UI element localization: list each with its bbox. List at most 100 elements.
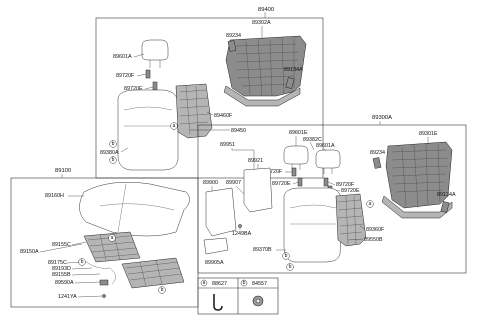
callout-a[interactable]: a bbox=[366, 200, 374, 208]
callout-b[interactable]: b bbox=[109, 140, 117, 148]
headrest-outer-label[interactable]: 89601A bbox=[316, 143, 335, 149]
cushion-cover[interactable] bbox=[79, 181, 190, 237]
pad-cushion-rear[interactable] bbox=[121, 257, 185, 289]
hinge[interactable] bbox=[440, 201, 450, 213]
armrest-pad-label[interactable]: 89907 bbox=[226, 180, 241, 186]
leader-line bbox=[235, 185, 245, 195]
guide-locking-r-label[interactable]: 89720F bbox=[336, 182, 355, 188]
harness-connector[interactable] bbox=[99, 279, 109, 286]
assembly-number[interactable]: 89100 bbox=[55, 168, 71, 174]
wire-a-label[interactable]: 89193D bbox=[52, 266, 71, 272]
hinge-label[interactable]: 89134A bbox=[284, 67, 303, 73]
headrest-outer[interactable] bbox=[315, 149, 341, 174]
screw-label[interactable]: 1249BA bbox=[232, 231, 252, 237]
assembly-frame bbox=[197, 124, 467, 274]
armrest-cover-label[interactable]: 89921 bbox=[248, 158, 263, 164]
screw[interactable] bbox=[238, 224, 242, 228]
leader-line bbox=[323, 148, 327, 152]
pad-cushion-label[interactable]: 89155C bbox=[52, 242, 71, 248]
screw-label[interactable]: 1241YA bbox=[58, 294, 77, 300]
leader-line bbox=[347, 238, 364, 241]
svg-text:a: a bbox=[111, 235, 114, 241]
headrest-center[interactable] bbox=[283, 145, 309, 170]
back-frame-label[interactable]: 89301E bbox=[419, 131, 438, 137]
callout-b[interactable]: b bbox=[286, 263, 294, 271]
assembly-number[interactable]: 89400 bbox=[258, 7, 274, 13]
cushion-frame-label[interactable]: 89160H bbox=[45, 193, 64, 199]
callout-a[interactable]: a bbox=[170, 122, 178, 130]
guide-center-label[interactable]: 89382C bbox=[303, 137, 322, 143]
cover-back-label[interactable]: 89370B bbox=[253, 247, 272, 253]
back-frame[interactable] bbox=[223, 35, 307, 107]
armrest-cover[interactable] bbox=[243, 167, 273, 213]
armrest-frame[interactable] bbox=[205, 187, 237, 237]
clip-label[interactable]: 89175C bbox=[48, 260, 67, 266]
back-cover[interactable] bbox=[117, 89, 179, 171]
bracket-label[interactable]: 89234 bbox=[370, 150, 385, 156]
leader-line bbox=[71, 241, 87, 246]
leader-line bbox=[309, 141, 315, 151]
leader-line bbox=[359, 225, 366, 230]
leader-line bbox=[206, 111, 214, 116]
right-assembly: 89300A 89301E 89234 89134A 89601E 89382C… bbox=[197, 115, 467, 274]
legend-part-a[interactable]: 88627 bbox=[212, 281, 227, 287]
leader-line bbox=[292, 181, 299, 185]
cover-back-label[interactable]: 89380A bbox=[100, 150, 119, 156]
back-frame-label[interactable]: 89302A bbox=[252, 20, 271, 26]
wire[interactable] bbox=[85, 261, 116, 285]
back-assy-label[interactable]: 89450 bbox=[231, 128, 246, 134]
guide-plain-l[interactable] bbox=[297, 177, 303, 187]
armrest-label[interactable]: 89951 bbox=[220, 142, 235, 148]
bracket-label[interactable]: 89234 bbox=[226, 33, 241, 39]
pad-back[interactable] bbox=[335, 193, 367, 247]
pad-back-label[interactable]: 89360F bbox=[366, 227, 385, 233]
legend-part-b[interactable]: 84557 bbox=[252, 281, 267, 287]
guide-locking-l[interactable] bbox=[291, 167, 297, 177]
pad-back-label[interactable]: 89460F bbox=[214, 113, 233, 119]
hinge[interactable] bbox=[285, 77, 295, 89]
guide-locking-r[interactable] bbox=[323, 177, 329, 187]
leader-line bbox=[74, 281, 101, 284]
guide-plain-l-label[interactable]: 89720E bbox=[272, 181, 291, 187]
callout-a[interactable]: a bbox=[108, 234, 116, 242]
headrest[interactable] bbox=[141, 39, 169, 68]
guide-locking[interactable] bbox=[145, 69, 151, 79]
leader-line bbox=[231, 148, 255, 186]
grommet-icon bbox=[252, 295, 264, 307]
headrest-center-label[interactable]: 89601E bbox=[289, 130, 308, 136]
hinge-label[interactable]: 89134A bbox=[437, 192, 456, 198]
svg-text:a: a bbox=[173, 123, 176, 129]
cup-holder[interactable] bbox=[203, 237, 229, 255]
cover-cushion-label[interactable]: 89150A bbox=[20, 249, 39, 255]
svg-text:b: b bbox=[81, 259, 84, 265]
bracket[interactable] bbox=[372, 157, 382, 169]
leader-line bbox=[71, 273, 101, 276]
cup-holder-label[interactable]: 89905A bbox=[205, 260, 224, 266]
svg-text:a: a bbox=[203, 280, 206, 286]
leader-line bbox=[136, 73, 147, 77]
guide-locking-l-label[interactable]: 89720F bbox=[264, 169, 283, 175]
callout-b[interactable]: b bbox=[158, 286, 166, 294]
harness-label[interactable]: 89590A bbox=[55, 280, 74, 286]
callout-b[interactable]: b bbox=[78, 258, 86, 266]
back-frame[interactable] bbox=[381, 141, 453, 219]
wire-b-label[interactable]: 89155B bbox=[52, 272, 71, 278]
callout-b[interactable]: b bbox=[109, 156, 117, 164]
guide-locking-label[interactable]: 89720F bbox=[116, 73, 135, 79]
svg-text:b: b bbox=[289, 264, 292, 270]
back-assy-label[interactable]: 89550B bbox=[364, 237, 383, 243]
guide-plain[interactable] bbox=[152, 81, 158, 91]
leader-line bbox=[327, 181, 336, 186]
guide-plain-r-label[interactable]: 89720E bbox=[341, 188, 360, 194]
pad-back[interactable] bbox=[175, 83, 213, 139]
guide-plain-label[interactable]: 89720E bbox=[124, 86, 143, 92]
screw[interactable] bbox=[102, 294, 106, 298]
assembly-number[interactable]: 89300A bbox=[372, 115, 392, 121]
back-cover[interactable] bbox=[283, 187, 343, 263]
headrest-label[interactable]: 89601A bbox=[113, 54, 132, 60]
armrest-frame-label[interactable]: 89900 bbox=[203, 180, 218, 186]
callout-b[interactable]: b bbox=[282, 252, 290, 260]
legend-table: a 88627 b 84557 bbox=[197, 277, 279, 315]
leader-line bbox=[120, 147, 129, 153]
bracket[interactable] bbox=[227, 40, 237, 52]
